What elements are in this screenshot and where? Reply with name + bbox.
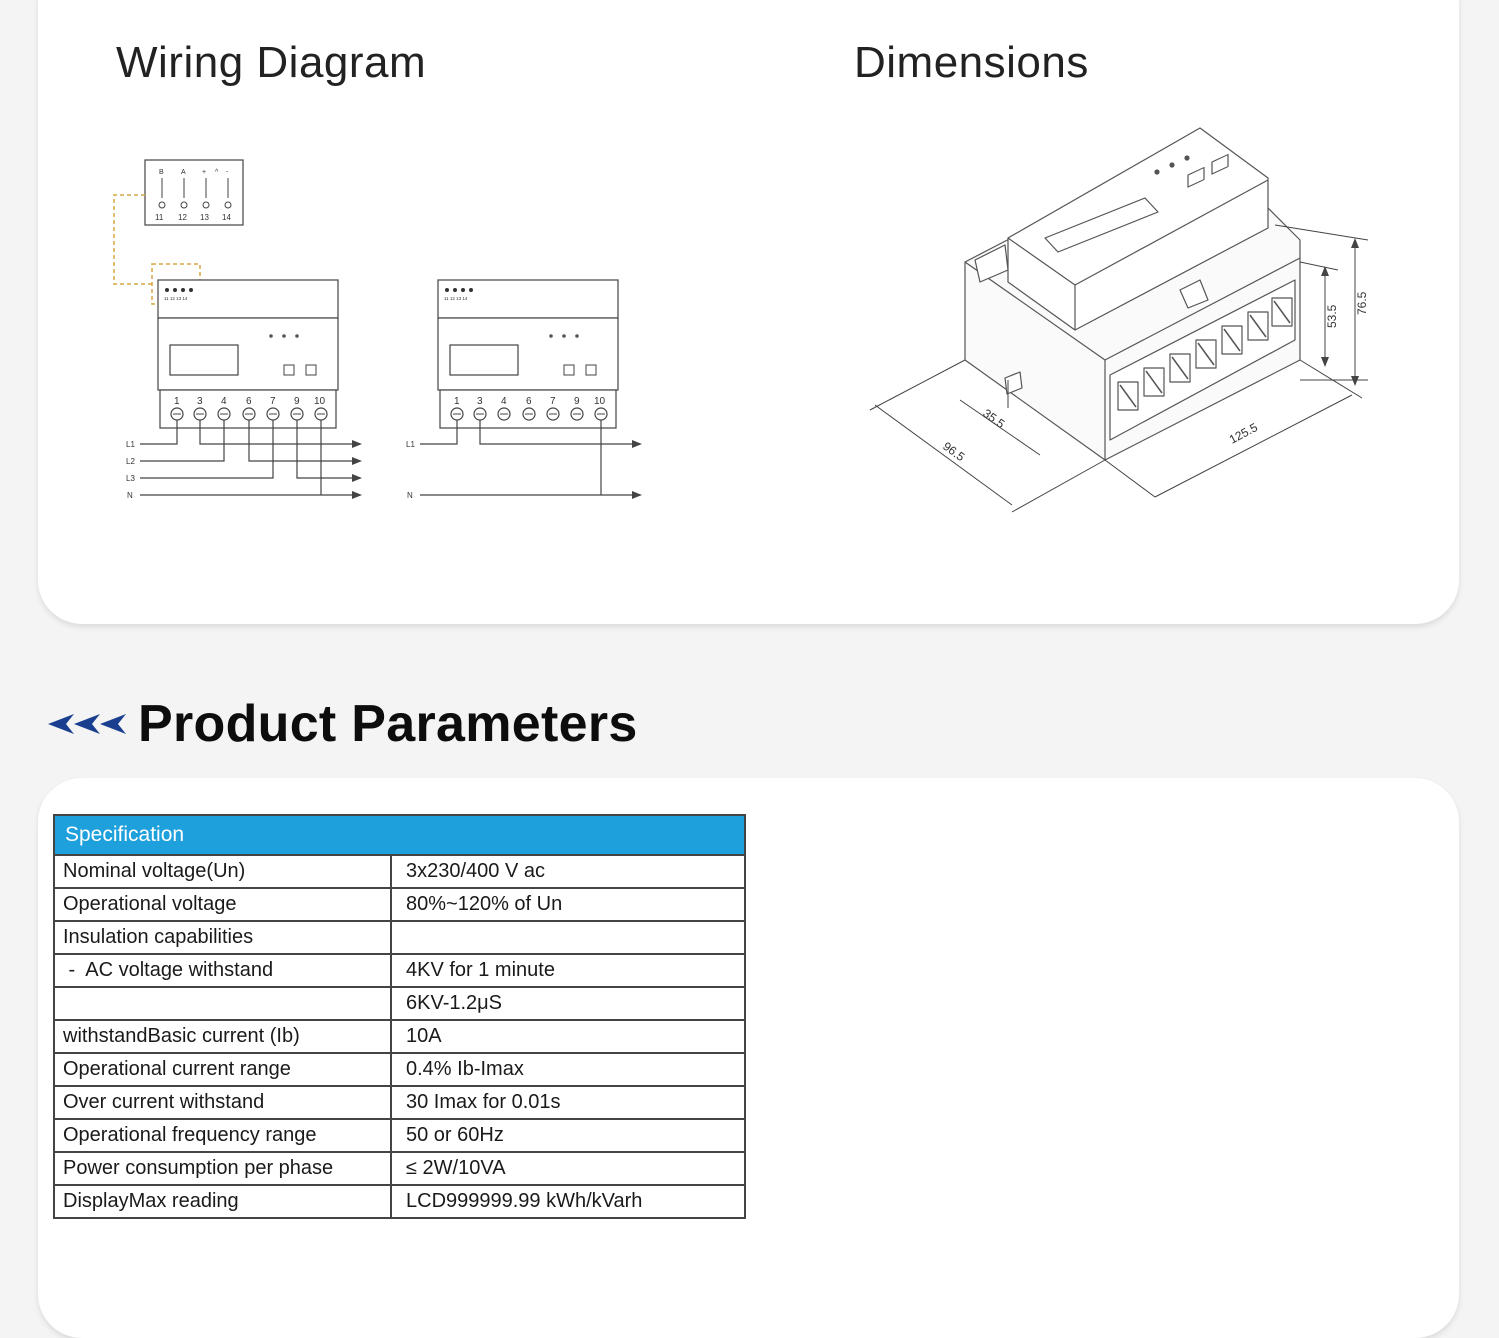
aux-num-11: 11	[155, 213, 164, 222]
spec-label: Operational frequency range	[53, 1118, 392, 1153]
spec-value: 30 Imax for 0.01s	[390, 1085, 746, 1120]
spec-label: Operational current range	[53, 1052, 392, 1087]
table-row: Insulation capabilities	[53, 920, 746, 955]
table-header-row: Specification	[53, 814, 746, 856]
spec-label: Operational voltage	[53, 887, 392, 922]
table-row: 6KV-1.2μS	[53, 986, 746, 1021]
meter-three-phase: 11 12 13 14 1 3 4 6 7 9 10	[126, 279, 362, 500]
table-row: Power consumption per phase≤ 2W/10VA	[53, 1151, 746, 1186]
spec-label: withstandBasic current (Ib)	[53, 1019, 392, 1054]
meter1-term-3: 3	[197, 396, 203, 407]
line-label-l2: L2	[126, 457, 135, 466]
dim-top-depth: 35.5	[980, 406, 1007, 431]
meter1-term-1: 1	[174, 396, 180, 407]
spec-value: 50 or 60Hz	[390, 1118, 746, 1153]
single-line-label-n: N	[407, 491, 413, 500]
spec-value: 80%~120% of Un	[390, 887, 746, 922]
aux-num-13: 13	[200, 213, 209, 222]
meter1-term-6: 6	[246, 396, 252, 407]
dim-width: 125.5	[1227, 420, 1260, 447]
aux-label-minus: -	[226, 169, 229, 176]
product-parameters-header: Product Parameters	[46, 694, 638, 754]
spec-value: 3x230/400 V ac	[390, 854, 746, 889]
meter1-term-7: 7	[270, 396, 276, 407]
table-row: withstandBasic current (Ib)10A	[53, 1019, 746, 1054]
spec-value	[390, 920, 746, 955]
aux-terminal-box: B A + ^ - 11 12 13 14	[144, 159, 244, 226]
spec-value: 4KV for 1 minute	[390, 953, 746, 988]
table-row: Nominal voltage(Un)3x230/400 V ac	[53, 854, 746, 889]
spec-label	[53, 986, 392, 1021]
meter2-term-1: 1	[454, 396, 460, 407]
spec-label: Insulation capabilities	[53, 920, 392, 955]
dimensions-drawing: 76.5 53.5 125.5 96.5 35.5	[869, 127, 1369, 513]
meter1-term-10: 10	[314, 396, 326, 407]
spec-value: 6KV-1.2μS	[390, 986, 746, 1021]
dim-depth: 96.5	[940, 439, 967, 464]
aux-num-12: 12	[178, 213, 187, 222]
meter2-mini-terminals: 11 12 13 14	[444, 296, 468, 301]
line-label-n: N	[127, 491, 133, 500]
meter2-term-10: 10	[594, 396, 606, 407]
spec-value: 0.4% Ib-Imax	[390, 1052, 746, 1087]
single-line-label-l1: L1	[406, 440, 415, 449]
spec-value: ≤ 2W/10VA	[390, 1151, 746, 1186]
dashed-link	[113, 194, 152, 285]
product-parameters-title: Product Parameters	[138, 695, 638, 753]
spec-label: - AC voltage withstand	[53, 953, 392, 988]
wiring-diagram: B A + ^ - 11 12 13 14 11 12 13 14 1	[113, 159, 642, 500]
aux-label-a: A	[181, 169, 186, 176]
line-label-l1: L1	[126, 440, 135, 449]
dim-height-total: 76.5	[1355, 291, 1369, 315]
specification-table: Specification Nominal voltage(Un)3x230/4…	[53, 814, 746, 1219]
wiring-diagram-title: Wiring Diagram	[116, 38, 427, 87]
meter2-term-9: 9	[574, 396, 580, 407]
aux-label-b: B	[159, 169, 164, 176]
line-label-l3: L3	[126, 474, 135, 483]
spec-header: Specification	[53, 814, 746, 856]
spec-label: Power consumption per phase	[53, 1151, 392, 1186]
meter-single-phase: 11 12 13 14 1 3 4 6 7 9 10	[406, 279, 642, 500]
triple-chevron-left-icon	[48, 714, 126, 734]
meter2-term-6: 6	[526, 396, 532, 407]
meter1-term-9: 9	[294, 396, 300, 407]
spec-value: 10A	[390, 1019, 746, 1054]
aux-label-plus: +	[202, 169, 206, 176]
spec-value: LCD999999.99 kWh/kVarh	[390, 1184, 746, 1219]
meter1-mini-terminals: 11 12 13 14	[164, 296, 188, 301]
meter1-term-4: 4	[221, 396, 227, 407]
dim-height-body: 53.5	[1325, 304, 1339, 328]
spec-label: Nominal voltage(Un)	[53, 854, 392, 889]
meter2-term-4: 4	[501, 396, 507, 407]
dimensions-title: Dimensions	[854, 38, 1089, 87]
aux-num-14: 14	[222, 213, 231, 222]
meter2-term-3: 3	[477, 396, 483, 407]
meter2-term-7: 7	[550, 396, 556, 407]
spec-label: Over current withstand	[53, 1085, 392, 1120]
spec-label: DisplayMax reading	[53, 1184, 392, 1219]
aux-label-caret: ^	[215, 169, 219, 176]
